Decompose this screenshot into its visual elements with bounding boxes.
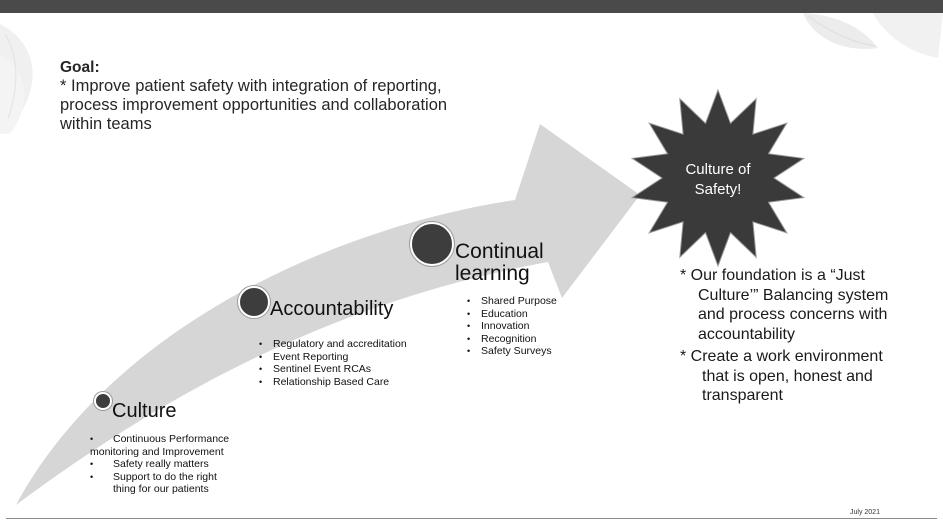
goal-line: process improvement opportunities and co…: [60, 96, 448, 114]
foundation-line: that is open, honest and: [702, 367, 873, 385]
list-item-continuation: thing for our patients: [113, 483, 209, 495]
star-burst-icon: [630, 88, 806, 268]
goal-line: * Improve patient safety with integratio…: [60, 77, 442, 95]
bullet-icon: •: [90, 459, 94, 469]
goal-line: within teams: [60, 115, 152, 133]
list-item: Sentinel Event RCAs: [258, 363, 408, 376]
accountability-bullet-list: Regulatory and accreditation Event Repor…: [258, 338, 408, 388]
foundation-line: accountability: [698, 325, 795, 343]
foundation-line: * Our foundation is a “Just: [680, 267, 865, 284]
footer-date: July 2021: [850, 509, 880, 516]
star-label-line: Culture of: [685, 161, 751, 178]
bullet-icon: •: [90, 434, 94, 444]
culture-node-circle: [94, 392, 112, 410]
leaf-decoration-right-icon: [803, 13, 943, 58]
list-item: Education: [466, 308, 586, 321]
list-item-continuation: monitoring and Improvement: [90, 445, 224, 458]
leaf-decoration-left-icon: [0, 24, 33, 134]
goal-block: Goal: * Improve patient safety with inte…: [60, 58, 500, 134]
goal-heading: Goal:: [60, 59, 100, 76]
continual-learning-title: Continual learning: [455, 241, 544, 285]
foundation-text: * Our foundation is a “Just Culture’” Ba…: [680, 266, 930, 406]
list-item: • Safety really matters: [90, 458, 209, 470]
foundation-line: * Create a work environment: [680, 348, 883, 365]
foundation-line: and process concerns with: [698, 306, 888, 323]
continual-learning-bullet-list: Shared Purpose Education Innovation Reco…: [466, 295, 586, 358]
foundation-line: transparent: [702, 387, 783, 404]
list-item: Relationship Based Care: [258, 376, 408, 389]
star-label-line: Safety!: [694, 181, 742, 198]
continual-learning-title-line: Continual: [455, 240, 544, 263]
culture-title: Culture: [112, 400, 177, 422]
star-label: Culture of Safety!: [658, 160, 778, 200]
continual-learning-title-line: learning: [455, 262, 530, 285]
culture-bullet-list: • Continuous Performance monitoring and …: [90, 433, 260, 496]
continual-learning-node-circle: [410, 222, 454, 266]
bottom-divider: [6, 518, 937, 519]
accountability-node-circle: [238, 286, 270, 318]
list-item: • Continuous Performance: [90, 433, 230, 445]
list-item: Regulatory and accreditation: [258, 338, 408, 351]
progress-arrow-body: [16, 124, 640, 505]
list-item: • Support to do the right: [90, 470, 217, 483]
list-item: Innovation: [466, 320, 586, 333]
list-item: Safety Surveys: [466, 345, 586, 358]
accountability-title: Accountability: [270, 298, 394, 320]
star-shape: [630, 88, 806, 268]
list-item: Shared Purpose: [466, 295, 586, 308]
top-bar: [0, 0, 943, 13]
list-item: Event Reporting: [258, 351, 408, 364]
list-item: Recognition: [466, 333, 586, 346]
foundation-line: Culture’” Balancing system: [698, 286, 889, 304]
bullet-icon: •: [90, 471, 94, 482]
